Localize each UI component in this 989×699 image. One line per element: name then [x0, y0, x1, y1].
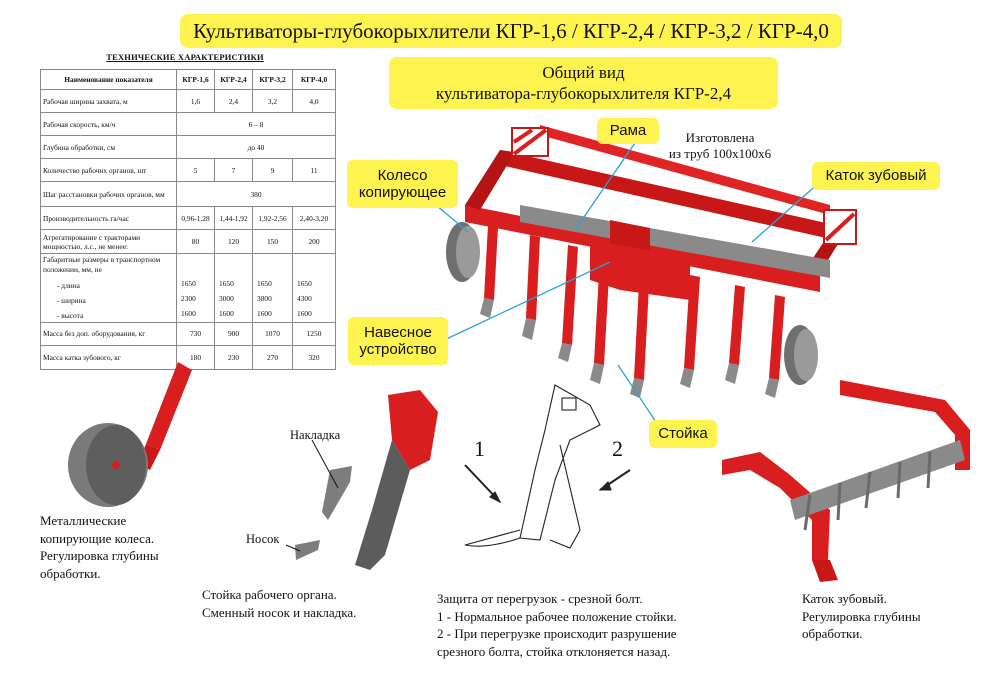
caption-line: срезного болта, стойка отклоняется назад…	[437, 643, 671, 659]
cell: 80	[176, 229, 215, 254]
caption-roller: Каток зубовый. Регулировка глубины обраб…	[802, 590, 921, 643]
label-tooth-roller: Каток зубовый	[812, 162, 940, 190]
caption-line: обработки.	[802, 626, 863, 642]
cell: 1600	[297, 308, 312, 318]
cell: 320	[292, 344, 336, 370]
caption-line: 2 - При перегрузке происходит разрушение	[437, 626, 677, 642]
cell: 1650	[181, 278, 196, 288]
frame-note-line2: из труб 100х100х6	[668, 145, 772, 161]
label-stand: Стойка	[649, 420, 717, 448]
label-hitch-line1: Навесное	[364, 323, 432, 341]
row-name: Количество рабочих органов, шт	[40, 158, 177, 182]
general-view-line1: Общий вид	[542, 62, 625, 82]
caption-line: Каток зубовый.	[802, 591, 887, 606]
copy-wheel-illustration	[68, 362, 192, 507]
cell-stack: 1650 3000 1600	[214, 253, 253, 323]
cell: 1600	[181, 308, 196, 318]
cell: 9	[252, 158, 293, 182]
label-position-2: 2	[612, 436, 623, 461]
label-hitch-line2: устройство	[359, 341, 437, 358]
caption-stand: Стойка рабочего органа. Сменный носок и …	[202, 586, 356, 621]
frame-note-line1: Изготовлена	[685, 130, 755, 145]
table-row: Глубина обработки, см до 40	[40, 135, 336, 159]
cell: 270	[252, 344, 293, 370]
label-overlay: Накладка	[290, 428, 341, 442]
caption-protection: Защита от перегрузок - срезной болт. 1 -…	[437, 590, 677, 660]
row-name: Масса катка зубового, кг	[40, 344, 177, 370]
row-name: Глубина обработки, см	[40, 135, 177, 159]
cell-stack: 1650 3800 1600	[252, 253, 293, 323]
table-row: Количество рабочих органов, шт 5 7 9 11	[40, 158, 336, 182]
cell: 2300	[181, 293, 196, 303]
row-sub-height: - высота	[57, 310, 84, 320]
row-sub-width: - ширина	[57, 295, 86, 305]
table-row: Габаритные размеры в транспортном положе…	[40, 253, 336, 323]
table-row: Масса катка зубового, кг 180 230 270 320	[40, 344, 336, 370]
cell: 3800	[257, 293, 272, 303]
cell-stack: 1650 2300 1600	[176, 253, 215, 323]
cell: 1600	[219, 308, 234, 318]
label-nose: Носок	[246, 532, 280, 546]
caption-line: копирующие колеса.	[40, 530, 155, 546]
caption-line: Сменный носок и накладка.	[202, 604, 357, 620]
cell: 150	[252, 229, 293, 254]
frame-note: Изготовлена из труб 100х100х6	[660, 130, 780, 161]
table-row: Шаг расстановки рабочих органов, мм 380	[40, 181, 336, 207]
caption-wheels: Металлические копирующие колеса. Регулир…	[40, 512, 159, 582]
row-name: Производительность га/час	[40, 206, 177, 230]
cell-stack: 1650 4300 1600	[292, 253, 336, 323]
general-view-banner: Общий вид культиватора-глубокорыхлителя …	[389, 57, 778, 109]
cell: 1,6	[176, 89, 215, 113]
label-copy-wheel-line2: копирующее	[358, 184, 447, 201]
general-view-line2: культиватора-глубокорыхлителя КГР-2,4	[435, 84, 732, 103]
cell: 11	[292, 158, 336, 182]
row-name-main: Габаритные размеры в транспортном положе…	[43, 255, 161, 274]
cell: 380	[176, 181, 336, 207]
shear-bolt-sketch	[464, 384, 631, 549]
label-copy-wheel-line1: Колесо	[377, 166, 428, 184]
label-position-1: 1	[474, 436, 485, 461]
cell: 1,44-1,92	[214, 206, 253, 230]
cell: 3000	[219, 293, 234, 303]
cell: 1650	[257, 278, 272, 288]
cell: 1650	[219, 278, 234, 288]
row-name: Агрегатирование с тракторами мощностью, …	[40, 229, 177, 254]
cell: 200	[292, 229, 336, 254]
specs-title: ТЕХНИЧЕСКИЕ ХАРАКТЕРИСТИКИ	[106, 52, 264, 62]
tooth-roller-illustration	[722, 380, 970, 582]
row-name: Габаритные размеры в транспортном положе…	[40, 253, 177, 323]
label-frame: Рама	[597, 118, 659, 144]
caption-line: Регулировка глубины	[40, 548, 159, 564]
cell: 4,0	[292, 89, 336, 113]
label-copy-wheel: Колесо копирующее	[347, 160, 458, 208]
table-row: Рабочая скорость, км/ч 6 – 8	[40, 112, 336, 136]
row-name: Шаг расстановки рабочих органов, мм	[40, 181, 177, 207]
cell: 120	[214, 229, 253, 254]
cell: 7	[214, 158, 253, 182]
row-name: Рабочая ширина захвата, м	[40, 89, 177, 113]
page-title: Культиваторы-глубокорыхлители КГР-1,6 / …	[180, 14, 842, 48]
caption-line: Металлические	[40, 513, 127, 528]
stand-illustration	[285, 390, 438, 570]
cell: 1600	[257, 308, 272, 318]
specs-table: Наименование показателя КГР-1,6 КГР-2,4 …	[40, 69, 336, 370]
row-sub-length: - длина	[57, 280, 80, 290]
label-hitch: Навесное устройство	[348, 317, 448, 365]
cell: 4300	[297, 293, 312, 303]
caption-line: 1 - Нормальное рабочее положение стойки.	[437, 608, 677, 624]
cell: 2,4	[214, 89, 253, 113]
caption-line: обработки.	[40, 565, 101, 581]
caption-line: Защита от перегрузок - срезной болт.	[437, 591, 643, 606]
cultivator-illustration	[446, 125, 857, 398]
caption-line: Стойка рабочего органа.	[202, 587, 337, 602]
caption-line: Регулировка глубины	[802, 608, 921, 624]
table-row: Агрегатирование с тракторами мощностью, …	[40, 229, 336, 254]
cell: 1650	[297, 278, 312, 288]
